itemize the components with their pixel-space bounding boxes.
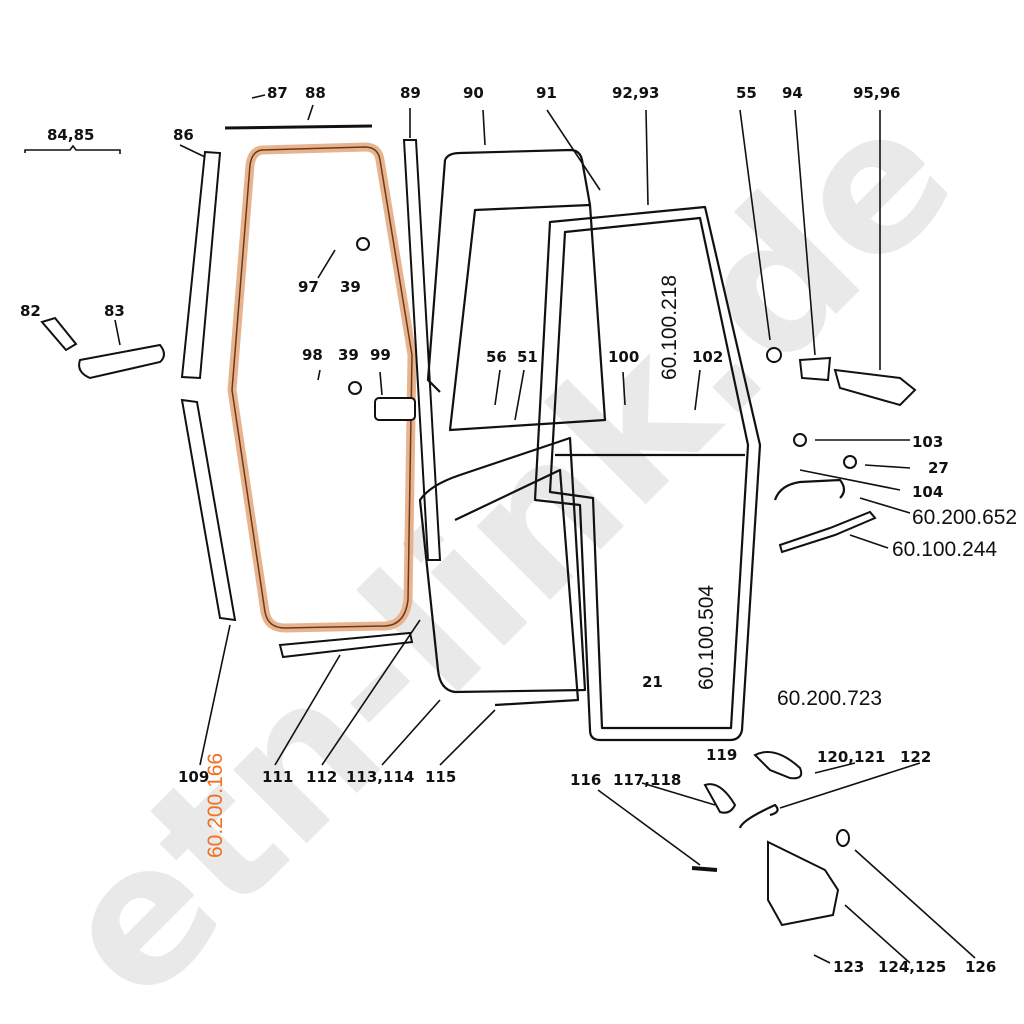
label-120-121: 120,121 bbox=[817, 748, 885, 766]
label-124-125: 124,125 bbox=[878, 958, 946, 976]
part-111-strip bbox=[278, 631, 414, 659]
part-95-96-handle bbox=[833, 368, 917, 407]
label-116: 116 bbox=[570, 771, 601, 789]
label-97: 97 bbox=[298, 278, 319, 296]
label-87: 87 bbox=[267, 84, 288, 102]
label-109: 109 bbox=[178, 768, 209, 786]
label-113-114: 113,114 bbox=[346, 768, 414, 786]
label-92-93: 92,93 bbox=[612, 84, 659, 102]
label-112: 112 bbox=[306, 768, 337, 786]
label-56: 56 bbox=[486, 348, 507, 366]
label-83: 83 bbox=[104, 302, 125, 320]
part-99-hinge bbox=[374, 397, 416, 421]
part-120-121-latch bbox=[753, 751, 803, 780]
part-122-spring bbox=[738, 803, 779, 829]
label-39: 39 bbox=[340, 278, 361, 296]
part-number-60-200-166-highlighted[interactable]: 60.200.166 bbox=[204, 753, 227, 858]
part-109-strip bbox=[180, 398, 237, 622]
label-122: 122 bbox=[900, 748, 931, 766]
label-84-85: 84,85 bbox=[47, 126, 94, 144]
label-90: 90 bbox=[463, 84, 484, 102]
part-91-glass bbox=[448, 203, 607, 432]
label-123: 123 bbox=[833, 958, 864, 976]
part-116-screw bbox=[691, 866, 718, 872]
label-95-96: 95,96 bbox=[853, 84, 900, 102]
label-117-118: 117,118 bbox=[613, 771, 681, 789]
part-115-panel bbox=[454, 468, 580, 707]
part-88-rod bbox=[224, 124, 373, 130]
label-27: 27 bbox=[928, 459, 949, 477]
part-number-60-200-723[interactable]: 60.200.723 bbox=[777, 687, 882, 710]
watermark-logo: etn-link.de bbox=[16, 63, 994, 1024]
part-86-strip bbox=[180, 150, 222, 380]
label-94: 94 bbox=[782, 84, 803, 102]
part-89-strip bbox=[402, 139, 442, 561]
label-21: 21 bbox=[642, 673, 663, 691]
label-55: 55 bbox=[736, 84, 757, 102]
label-115: 115 bbox=[425, 768, 456, 786]
part-number-60-200-652[interactable]: 60.200.652 bbox=[912, 506, 1017, 529]
part-92-93-door bbox=[533, 205, 762, 742]
leader-lines bbox=[114, 94, 976, 964]
door-inner-outline bbox=[548, 216, 750, 730]
label-99: 99 bbox=[370, 346, 391, 364]
label-126: 126 bbox=[965, 958, 996, 976]
label-104: 104 bbox=[912, 483, 943, 501]
part-94-bracket bbox=[798, 356, 832, 382]
seal-outline bbox=[231, 146, 413, 629]
part-103 bbox=[793, 433, 807, 447]
label-91: 91 bbox=[536, 84, 557, 102]
label-119: 119 bbox=[706, 746, 737, 764]
label-86: 86 bbox=[173, 126, 194, 144]
label-102: 102 bbox=[692, 348, 723, 366]
part-55-bush bbox=[766, 347, 782, 363]
part-113-lower-panel bbox=[418, 436, 587, 694]
part-number-60-100-244[interactable]: 60.100.244 bbox=[892, 538, 997, 561]
part-60-100-244-gas-strut bbox=[778, 510, 877, 554]
label-51: 51 bbox=[517, 348, 538, 366]
label-103: 103 bbox=[912, 433, 943, 451]
label-82: 82 bbox=[20, 302, 41, 320]
part-117-118-lever bbox=[703, 783, 737, 814]
label-100: 100 bbox=[608, 348, 639, 366]
part-124-125-cover bbox=[767, 840, 840, 927]
part-83-hinge bbox=[78, 343, 165, 380]
label-88: 88 bbox=[305, 84, 326, 102]
label-98: 98 bbox=[302, 346, 323, 364]
part-27 bbox=[843, 455, 857, 469]
label-39-lower: 39 bbox=[338, 346, 359, 364]
part-90-frame bbox=[426, 148, 592, 393]
part-60-200-652-handle bbox=[773, 478, 846, 501]
part-number-60-100-504[interactable]: 60.100.504 bbox=[695, 585, 718, 690]
part-number-60-100-218[interactable]: 60.100.218 bbox=[658, 275, 681, 380]
bracket-84-85 bbox=[24, 144, 121, 154]
label-111: 111 bbox=[262, 768, 293, 786]
part-39-washer-lower bbox=[348, 381, 362, 395]
part-82-pin bbox=[40, 316, 78, 352]
part-39-washer bbox=[356, 237, 370, 251]
label-89: 89 bbox=[400, 84, 421, 102]
part-126-plug bbox=[836, 829, 850, 847]
